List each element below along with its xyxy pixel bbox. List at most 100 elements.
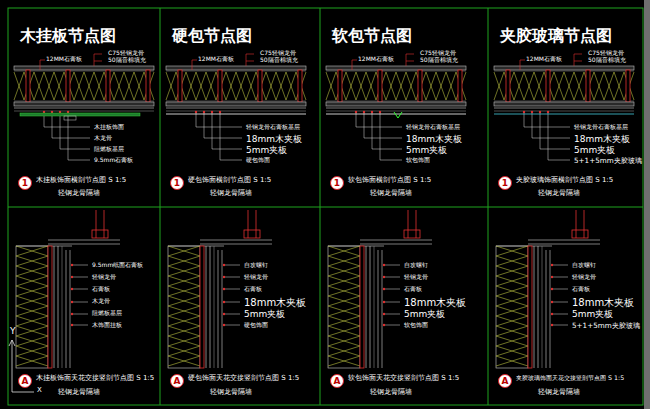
layer-callout: 轻钢龙骨 [244,274,268,280]
layer-callout: 18mm木夹板 [406,135,462,144]
layer-callout: 自攻螺钉 [404,262,428,268]
callout-number: A [22,377,29,386]
callout-number: 1 [334,179,340,188]
layer-callout: 轻钢龙骨石膏板基层 [246,124,300,130]
detail-caption: 软包饰面天花交接竖剖节点图 S 1:5 [348,375,459,382]
detail-subcaption: 轻钢龙骨隔墙 [210,389,252,396]
detail-subcaption: 轻钢龙骨隔墙 [210,190,252,197]
callout-number: A [174,377,181,386]
detail-subcaption: 轻钢龙骨隔墙 [370,389,412,396]
layer-callout: 50隔音棉填充 [108,57,146,63]
layer-callout: 石膏板 [244,286,262,292]
column-title: 木挂板节点图 [20,28,116,44]
layer-callout: 阻燃板基层 [94,146,124,152]
section-detail [494,54,634,160]
layer-callout: 18mm木夹板 [572,298,634,308]
layer-callout: 5mm夹板 [404,310,445,319]
layer-callout: 硬包饰面 [246,157,270,163]
layer-callout: 12MM石膏板 [46,56,82,62]
callout-number: 1 [22,179,28,188]
layer-callout: 50隔音棉填充 [260,57,298,63]
detail-subcaption: 轻钢龙骨隔墙 [538,190,580,197]
layer-callout: 18mm木夹板 [244,298,306,308]
section-detail [166,54,306,160]
detail-caption: 木挂板饰面天花交接竖剖节点图 S 1:5 [36,375,154,382]
callout-number: A [502,377,509,386]
column-title: 软包节点图 [332,28,412,44]
ceiling-junction-detail [328,210,432,368]
callout-number: 1 [502,179,508,188]
axis-label: X [37,387,42,394]
callout-circle: A [498,374,512,388]
layer-callout: 12MM石膏板 [358,56,394,62]
screen-margin [644,0,650,409]
layer-callout: 石膏板 [404,286,422,292]
layer-callout: 轻钢龙骨 [572,274,596,280]
detail-subcaption: 轻钢龙骨隔墙 [58,190,100,197]
layer-callout: 木龙骨 [94,135,112,141]
ucs-icon [9,340,34,392]
layer-callout: 50隔音棉填充 [588,57,626,63]
layer-callout: 18mm木夹板 [574,135,630,144]
layer-callout: 18mm木夹板 [246,135,302,144]
layer-callout: C75轻钢龙骨 [588,50,624,56]
layer-callout: C75轻钢龙骨 [108,50,144,56]
layer-callout: C75轻钢龙骨 [420,50,456,56]
layer-callout: 12MM石膏板 [526,56,562,62]
layer-callout: 木龙骨 [92,298,110,304]
detail-subcaption: 轻钢龙骨隔墙 [58,389,100,396]
callout-circle: 1 [170,176,184,190]
layer-callout: 轻钢龙骨石膏板基层 [406,124,460,130]
layer-callout: 硬包饰面 [244,322,268,328]
callout-circle: A [18,374,32,388]
layer-callout: 5mm夹板 [574,146,615,155]
callout-number: 1 [174,179,180,188]
detail-subcaption: 轻钢龙骨隔墙 [538,389,580,396]
layer-callout: 轻钢龙骨 [92,274,116,280]
layer-callout: 18mm木夹板 [404,298,466,308]
callout-circle: 1 [330,176,344,190]
layer-callout: 轻钢龙骨石膏板基层 [574,124,628,130]
layer-callout: 石膏板 [572,286,590,292]
layer-callout: 软包饰面 [406,157,430,163]
ceiling-junction-detail [16,210,120,368]
layer-callout: 木挂板饰面 [94,124,124,130]
axis-label: Y [10,327,16,336]
layer-callout: 5+1+5mm夹胶玻璃 [572,322,640,329]
layer-callout: 轻钢龙骨 [404,274,428,280]
callout-circle: A [330,374,344,388]
layer-callout: 5mm夹板 [244,310,285,319]
section-detail [14,54,154,160]
face-layer [20,112,634,120]
detail-caption: 夹胶玻璃饰面横剖节点图 S 1:5 [516,177,613,184]
callout-circle: 1 [498,176,512,190]
callout-circle: 1 [18,176,32,190]
layer-callout: 自攻螺钉 [572,262,596,268]
layer-callout: C75轻钢龙骨 [260,50,296,56]
layer-callout: 木饰面挂板 [92,322,122,328]
layer-callout: 软包饰面 [404,322,428,328]
layer-callout: 5+1+5mm夹胶玻璃 [574,157,642,164]
layer-callout: 50隔音棉填充 [420,57,458,63]
layer-callout: 12MM石膏板 [198,56,234,62]
detail-caption: 硬包饰面横剖节点图 S 1:5 [188,177,271,184]
column-title: 硬包节点图 [172,28,252,44]
detail-caption: 木挂板饰面横剖节点图 S 1:5 [36,177,126,184]
ceiling-junction-detail [496,210,600,368]
ceiling-junction-detail [168,210,272,368]
layer-callout: 5mm夹板 [406,146,447,155]
callout-number: A [334,377,341,386]
layer-callout: 阻燃板基层 [92,310,122,316]
frame-grid [8,8,643,405]
detail-caption: 软包饰面横剖节点图 S 1:5 [348,177,431,184]
section-detail [326,54,466,160]
column-title: 夹胶玻璃节点图 [500,28,612,44]
layer-callout: 石膏板 [92,286,110,292]
layer-callout: 5mm夹板 [246,146,287,155]
layer-callout: 自攻螺钉 [244,262,268,268]
detail-caption: 夹胶玻璃饰面天花交接竖剖节点图 S 1:5 [516,375,624,381]
layer-callout: 5mm夹板 [572,310,613,319]
layer-callout: 9.5mm石膏板 [94,157,133,163]
callout-circle: A [170,374,184,388]
